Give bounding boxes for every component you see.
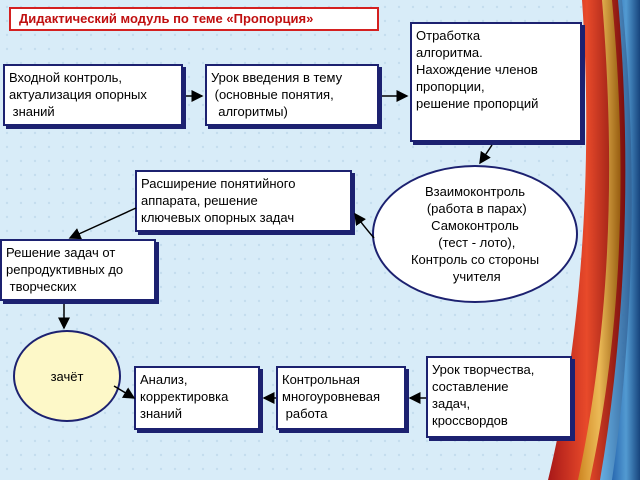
node-multilevel-test: Контрольная многоуровневая работа [276,366,406,430]
node-algorithm-practice: Отработка алгоритма. Нахождение членов п… [410,22,582,142]
node-tasks: Решение задач от репродуктивных до творч… [0,239,156,301]
node-creative-lesson: Урок творчества, составление задач, крос… [426,356,572,438]
node-control: Взаимоконтроль (работа в парах) Самоконт… [372,165,578,303]
diagram-title: Дидактический модуль по теме «Пропорция» [9,7,379,31]
node-zachet: зачёт [13,330,121,422]
node-entry-control: Входной контроль, актуализация опорных з… [3,64,183,126]
node-expand-concepts: Расширение понятийного аппарата, решение… [135,170,352,232]
node-analysis: Анализ, корректировка знаний [134,366,260,430]
node-intro-lesson: Урок введения в тему (основные понятия, … [205,64,379,126]
